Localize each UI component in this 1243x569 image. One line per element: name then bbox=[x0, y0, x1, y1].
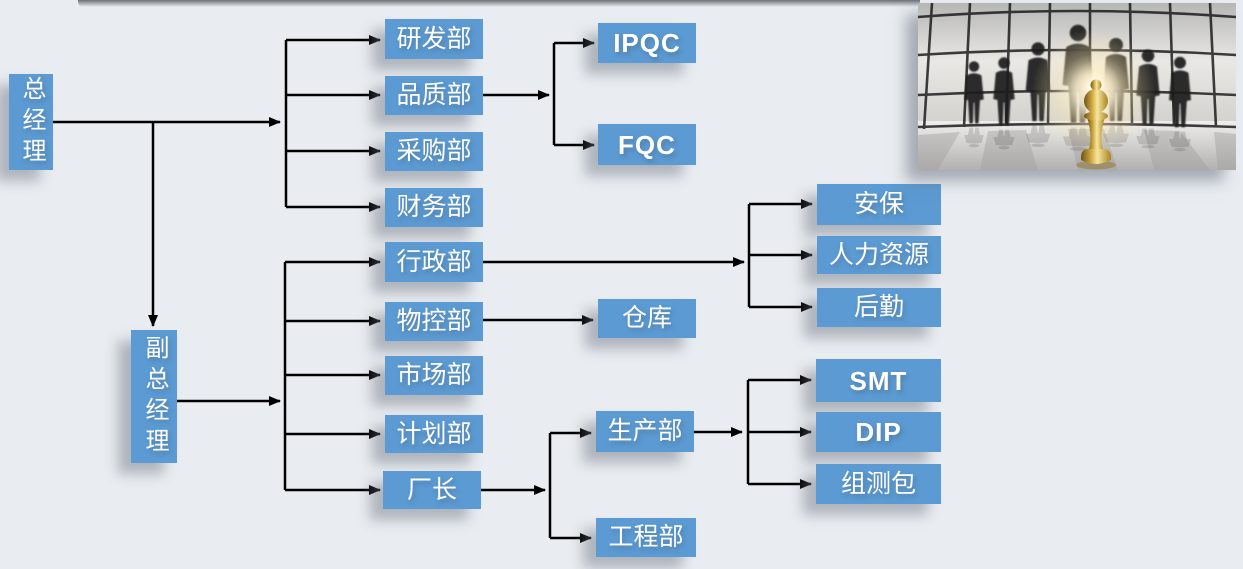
node-assembly-test-pack: 组测包 bbox=[816, 464, 941, 504]
top-edge-shadow bbox=[78, 0, 920, 7]
node-planning-dept: 计划部 bbox=[385, 415, 483, 453]
node-engineering-dept: 工程部 bbox=[596, 518, 696, 557]
node-ipqc: IPQC bbox=[598, 23, 696, 63]
node-purchasing-dept: 采购部 bbox=[385, 132, 483, 171]
team-chess-photo bbox=[918, 3, 1236, 170]
node-logistics: 后勤 bbox=[817, 288, 941, 327]
node-human-resources: 人力资源 bbox=[817, 236, 941, 274]
team-chess-photo-art bbox=[918, 3, 1236, 170]
node-production-dept: 生产部 bbox=[596, 411, 694, 452]
node-quality-dept: 品质部 bbox=[385, 76, 483, 115]
node-marketing-dept: 市场部 bbox=[385, 356, 483, 395]
node-fqc: FQC bbox=[598, 124, 696, 165]
node-admin-dept: 行政部 bbox=[385, 242, 483, 282]
node-factory-director: 厂长 bbox=[383, 471, 481, 509]
node-deputy-general-manager: 副总经理 bbox=[131, 330, 177, 463]
node-finance-dept: 财务部 bbox=[385, 188, 483, 227]
node-rnd-dept: 研发部 bbox=[385, 19, 483, 59]
node-general-manager: 总经理 bbox=[9, 74, 53, 170]
node-dip: DIP bbox=[816, 412, 941, 452]
chess-piece bbox=[1076, 79, 1116, 170]
node-material-control-dept: 物控部 bbox=[385, 302, 483, 341]
node-warehouse: 仓库 bbox=[598, 299, 696, 338]
node-smt: SMT bbox=[816, 359, 941, 402]
node-security: 安保 bbox=[817, 184, 941, 225]
